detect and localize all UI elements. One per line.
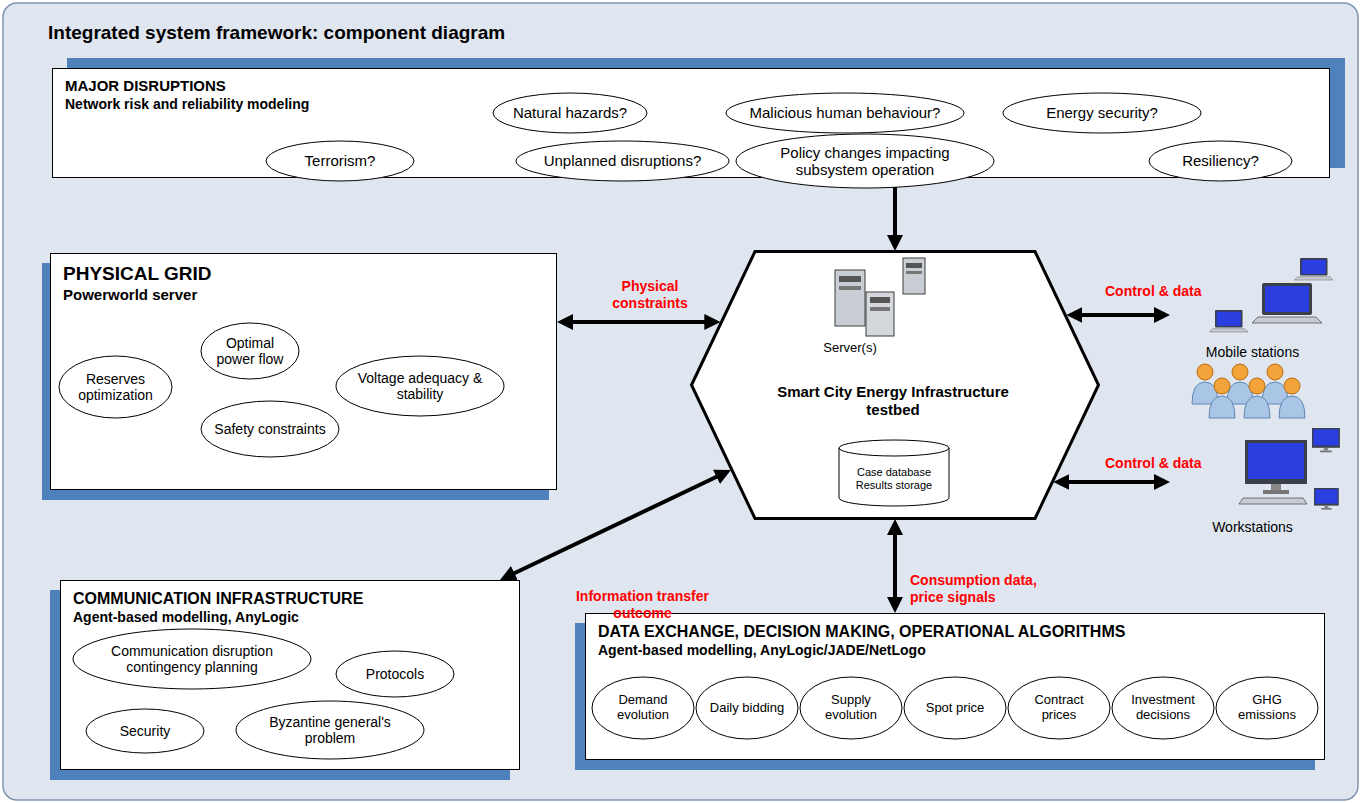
- laptop-icons: [1210, 258, 1334, 332]
- node-label: Reserves optimization: [73, 371, 158, 403]
- panel-subheading: Agent-based modelling, AnyLogic: [73, 609, 507, 627]
- disruptions-panel: MAJOR DISRUPTIONSNetwork risk and reliab…: [52, 68, 1330, 178]
- node-label: Communication disruption contingency pla…: [103, 643, 281, 675]
- topic-ellipse: Voltage adequacy & stability: [335, 355, 505, 417]
- node-label: Contract prices: [1021, 693, 1098, 723]
- panel-heading: PHYSICAL GRID: [63, 262, 544, 286]
- data-exchange-panel: DATA EXCHANGE, DECISION MAKING, OPERATIO…: [585, 613, 1325, 760]
- topic-ellipse: Demand evolution: [591, 676, 695, 740]
- node-label: Natural hazards?: [513, 104, 627, 121]
- topic-ellipse: Daily bidding: [695, 676, 799, 740]
- diagram-title: Integrated system framework: component d…: [48, 22, 505, 44]
- topic-ellipse: Safety constraints: [200, 400, 340, 458]
- physical-grid-panel: PHYSICAL GRIDPowerworld serverOptimal po…: [50, 253, 557, 490]
- connector-label: Control & data: [1105, 283, 1235, 300]
- node-label: Server(s): [815, 340, 885, 356]
- node-label: Daily bidding: [710, 701, 784, 716]
- topic-ellipse: Spot price: [903, 676, 1007, 740]
- topic-ellipse: Unplanned disruptions?: [515, 140, 730, 182]
- topic-ellipse: Reserves optimization: [58, 355, 173, 419]
- people-icons: [1192, 364, 1305, 418]
- hexagon-fill: [690, 250, 1100, 520]
- topic-ellipse: Optimal power flow: [200, 322, 300, 380]
- node-label: Energy security?: [1046, 104, 1158, 121]
- node-label: Supply evolution: [813, 693, 890, 723]
- node-label: GHG emissions: [1229, 693, 1306, 723]
- topic-ellipse: Terrorism?: [265, 140, 415, 182]
- node-label: Voltage adequacy & stability: [357, 370, 483, 402]
- topic-ellipse: Byzantine general's problem: [235, 700, 425, 760]
- connector-arrow: [1063, 480, 1160, 484]
- node-label: Safety constraints: [214, 421, 325, 437]
- node-label: Protocols: [366, 666, 424, 682]
- node-label: Spot price: [926, 701, 985, 716]
- connector-label: Physical constraints: [600, 278, 700, 312]
- connector-label: Information transfer outcome: [560, 588, 725, 622]
- topic-ellipse: Supply evolution: [799, 676, 903, 740]
- node-label: Malicious human behaviour?: [750, 104, 941, 121]
- database-cylinder: Case database Results storage: [838, 440, 950, 506]
- panel-subheading: Agent-based modelling, AnyLogic/JADE/Net…: [598, 642, 1312, 660]
- communication-panel: COMMUNICATION INFRASTRUCTUREAgent-based …: [60, 580, 520, 770]
- workstations: Workstations: [1170, 425, 1335, 535]
- node-label: Byzantine general's problem: [260, 714, 401, 746]
- topic-ellipse: Security: [85, 708, 205, 754]
- server-icons: [835, 258, 925, 336]
- topic-ellipse: GHG emissions: [1215, 676, 1319, 740]
- panel-heading: COMMUNICATION INFRASTRUCTURE: [73, 589, 507, 609]
- node-label: Workstations: [1170, 519, 1335, 535]
- topic-ellipse: Resiliency?: [1148, 140, 1293, 182]
- connector-label: Consumption data, price signals: [910, 572, 1050, 606]
- node-label: Unplanned disruptions?: [544, 152, 702, 169]
- node-label: Resiliency?: [1182, 152, 1259, 169]
- node-label: Terrorism?: [305, 152, 376, 169]
- topic-ellipse: Communication disruption contingency pla…: [72, 628, 312, 690]
- topic-ellipse: Investment decisions: [1111, 676, 1215, 740]
- topic-ellipse: Policy changes impacting subsystem opera…: [735, 133, 995, 189]
- node-label: Smart City Energy Infrastructure testbed: [773, 383, 1013, 419]
- topic-ellipse: Natural hazards?: [492, 92, 648, 134]
- node-label: Case database Results storage: [838, 466, 950, 491]
- connector-arrow: [567, 320, 710, 324]
- node-label: Investment decisions: [1125, 693, 1202, 723]
- topic-ellipse: Malicious human behaviour?: [725, 92, 965, 134]
- workstation-icons: [1239, 428, 1340, 510]
- mobile-stations: Mobile stations: [1170, 255, 1335, 360]
- node-label: Demand evolution: [605, 693, 682, 723]
- panel-subheading: Powerworld server: [63, 286, 544, 305]
- outer-frame: [3, 3, 1358, 800]
- panel-heading: DATA EXCHANGE, DECISION MAKING, OPERATIO…: [598, 622, 1312, 642]
- topic-ellipse: Protocols: [335, 650, 455, 698]
- testbed-hexagon: Server(s) Smart City Energy Infrastructur…: [690, 250, 1100, 520]
- node-label: Policy changes impacting subsystem opera…: [769, 144, 961, 179]
- topic-ellipse: Contract prices: [1007, 676, 1111, 740]
- panel-heading: MAJOR DISRUPTIONS: [65, 77, 1317, 96]
- connector-arrow: [1076, 313, 1160, 317]
- connector-label: Control & data: [1105, 455, 1235, 472]
- node-label: Mobile stations: [1170, 344, 1335, 360]
- node-label: Security: [120, 723, 171, 739]
- node-label: Optimal power flow: [213, 335, 287, 367]
- connector-arrow: [893, 529, 897, 603]
- topic-ellipse: Energy security?: [1002, 92, 1202, 134]
